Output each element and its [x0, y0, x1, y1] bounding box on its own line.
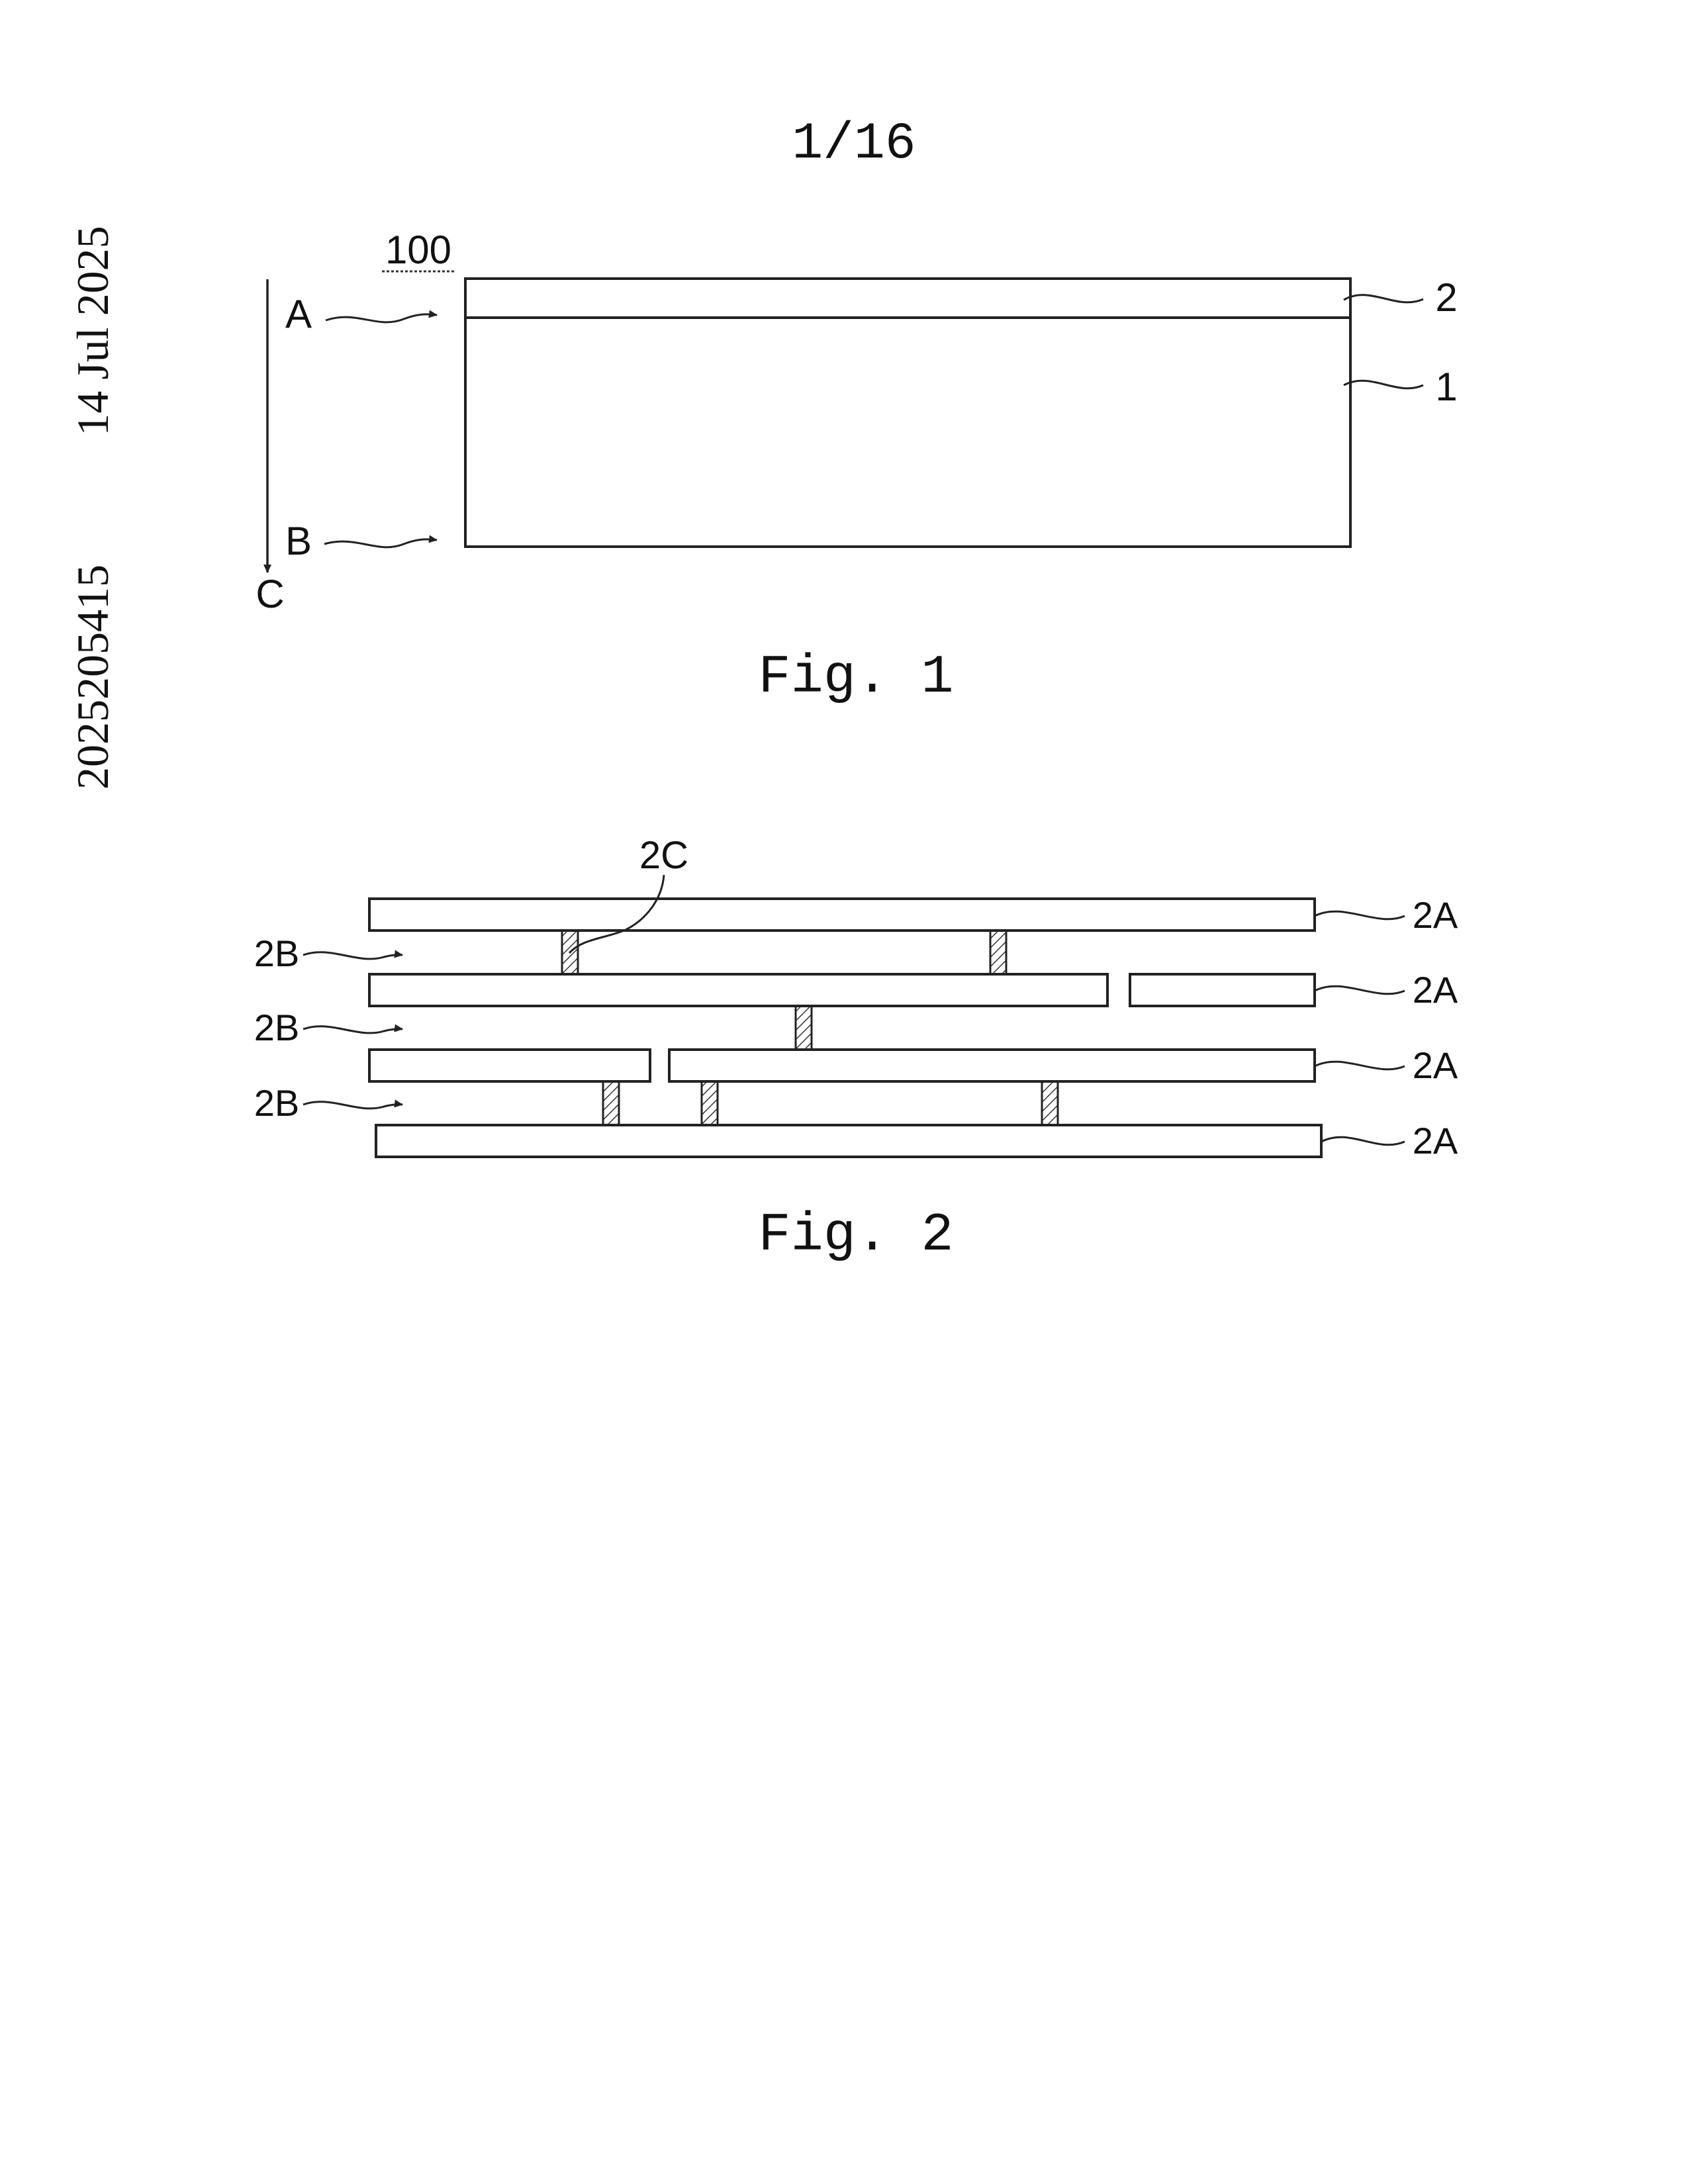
- label-a-lead-arrow: [326, 314, 437, 322]
- label-b: B: [285, 519, 312, 563]
- filing-date: 14 Jul 2025: [68, 226, 118, 435]
- ref-top-layer: 2: [1435, 275, 1457, 320]
- ref-sheet-leader: [1315, 986, 1405, 994]
- sheet-row-3-segment: [369, 1050, 650, 1081]
- sheet-row-1: [369, 899, 1315, 931]
- ref-sheet-label: 2A: [1413, 969, 1458, 1011]
- sheet-row-2-segment: [369, 974, 1107, 1006]
- pillar: [603, 1081, 619, 1125]
- sheet-row-3-segment: [669, 1050, 1315, 1081]
- top-layer: [465, 279, 1350, 318]
- application-number: 2025205415: [68, 565, 118, 790]
- figure-2: 2C 2A 2A 2A 2A 2B 2B: [254, 834, 1458, 1266]
- ref-gap-arrow: [303, 952, 402, 959]
- sheet-row-4: [376, 1125, 1321, 1157]
- ref-substrate: 1: [1435, 365, 1457, 409]
- label-b-lead-arrow: [324, 539, 437, 547]
- ref-sheet-label: 2A: [1413, 1120, 1458, 1161]
- ref-sheet-leader: [1321, 1137, 1405, 1145]
- ref-sheet-leader: [1315, 911, 1405, 919]
- ref-pillar-leader: [569, 875, 664, 953]
- label-a: A: [285, 292, 312, 336]
- sheet-row-2-segment: [1130, 974, 1315, 1006]
- ref-substrate-leader: [1344, 381, 1423, 388]
- figure-1-caption: Fig. 1: [758, 647, 953, 708]
- figure-1: 100 C A B 2 1 Fig. 1: [256, 228, 1457, 708]
- pillar: [990, 931, 1006, 974]
- figure-2-caption: Fig. 2: [758, 1205, 953, 1266]
- pillar: [562, 931, 578, 974]
- ref-sheet-label: 2A: [1413, 894, 1458, 936]
- ref-gap-label: 2B: [254, 933, 300, 974]
- page-number: 1/16: [792, 115, 915, 173]
- pillar: [796, 1006, 812, 1050]
- label-c: C: [256, 572, 284, 616]
- ref-pillar: 2C: [639, 834, 688, 877]
- ref-top-layer-leader: [1344, 295, 1423, 302]
- ref-gap-arrow: [303, 1102, 402, 1109]
- ref-gap-label: 2B: [254, 1007, 300, 1048]
- pillar: [702, 1081, 718, 1125]
- ref-sheet-leader: [1315, 1062, 1405, 1069]
- pillar: [1042, 1081, 1058, 1125]
- substrate-layer: [465, 318, 1350, 547]
- ref-gap-label: 2B: [254, 1082, 300, 1124]
- ref-assembly-100: 100: [385, 228, 451, 272]
- ref-sheet-label: 2A: [1413, 1044, 1458, 1086]
- ref-gap-arrow: [303, 1026, 402, 1033]
